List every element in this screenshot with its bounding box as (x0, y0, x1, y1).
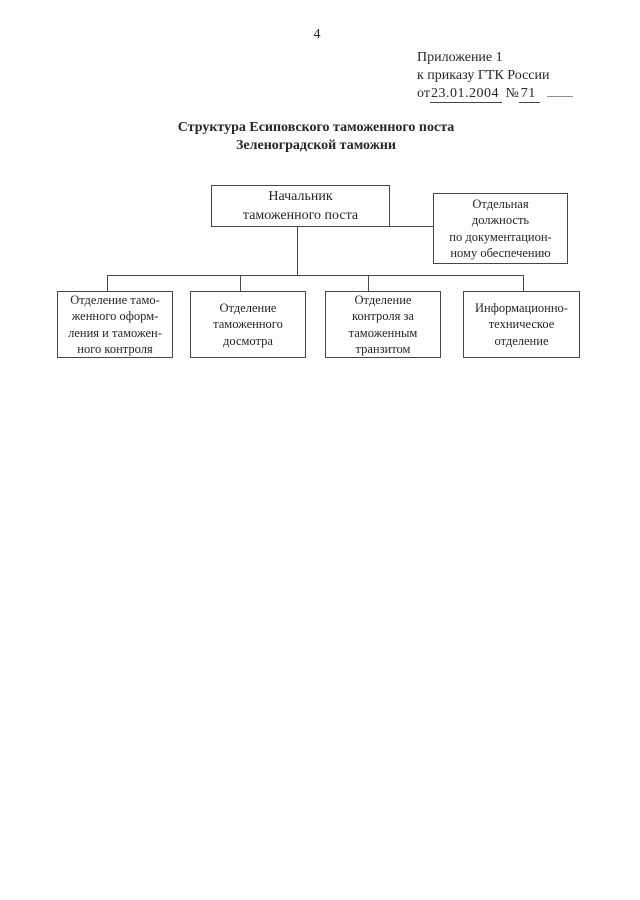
org-box-dept-customs-clearance-label: Отделение тамо- женного оформ- ления и т… (68, 292, 162, 357)
document-title: Структура Есиповского таможенного поста … (0, 119, 632, 155)
org-box-dept-transit-control: Отделение контроля за таможенным транзит… (325, 291, 441, 358)
org-box-dept-transit-control-label: Отделение контроля за таможенным транзит… (348, 292, 418, 357)
appendix-label: Приложение 1 (417, 50, 503, 65)
number-sign: № (505, 86, 519, 101)
connector-chief-to-separate-position (390, 226, 433, 227)
order-number: 71 (518, 86, 540, 103)
title-line-1: Структура Есиповского таможенного поста (177, 120, 455, 135)
title-line-2: Зеленоградской таможни (236, 138, 396, 153)
connector-drop-dept-1 (107, 275, 108, 291)
connector-drop-dept-3 (368, 275, 369, 291)
org-box-separate-position-label: Отдельная должность по документацион- но… (449, 196, 552, 261)
blank-underline (546, 85, 573, 97)
org-box-dept-it-label: Информационно- техническое отделение (475, 300, 568, 348)
appendix-header: Приложение 1 к приказу ГТК России от23.0… (417, 49, 573, 103)
connector-distribution-bar (107, 275, 524, 276)
order-date: 23.01.2004 (429, 86, 502, 103)
org-box-dept-customs-inspection-label: Отделение таможенного досмотра (213, 300, 283, 348)
order-reference: к приказу ГТК России (417, 68, 550, 83)
connector-chief-down (297, 227, 298, 275)
page-number: 4 (313, 27, 321, 42)
connector-drop-dept-4 (523, 275, 524, 291)
date-prefix: от (417, 86, 430, 101)
org-box-dept-customs-clearance: Отделение тамо- женного оформ- ления и т… (57, 291, 173, 358)
org-box-chief-label: Начальник таможенного поста (242, 189, 359, 223)
org-box-chief: Начальник таможенного поста (211, 185, 390, 227)
org-box-separate-position: Отдельная должность по документацион- но… (433, 193, 568, 264)
org-box-dept-customs-inspection: Отделение таможенного досмотра (190, 291, 306, 358)
connector-drop-dept-2 (240, 275, 241, 291)
org-box-dept-it: Информационно- техническое отделение (463, 291, 580, 358)
